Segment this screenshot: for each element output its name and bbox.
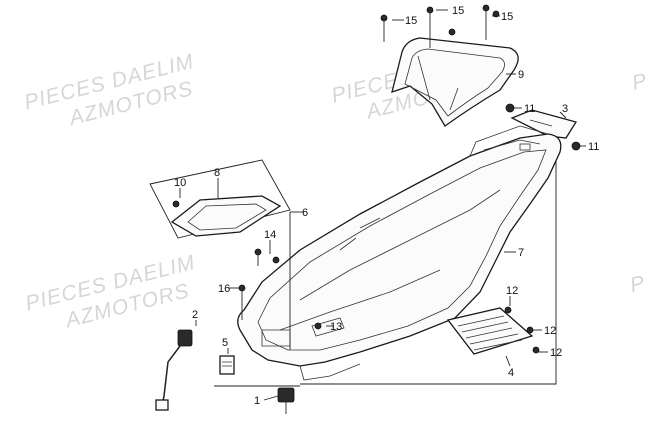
callout-8: 8 bbox=[214, 167, 220, 179]
callout-4: 4 bbox=[508, 367, 514, 379]
callout-16: 16 bbox=[218, 283, 230, 295]
callout-7: 7 bbox=[518, 247, 524, 259]
watermark-group: PIECES DAELIM AZMOTORS bbox=[22, 50, 196, 130]
callout-3: 3 bbox=[562, 103, 568, 115]
part-floor-panel bbox=[446, 307, 534, 355]
watermark-edge-bottom: P bbox=[628, 271, 648, 297]
leader-lines bbox=[179, 9, 586, 401]
callout-10: 10 bbox=[174, 177, 186, 189]
callout-5: 5 bbox=[222, 337, 228, 349]
callout-11a: 11 bbox=[524, 103, 535, 115]
part-luggage-box bbox=[237, 125, 562, 381]
callout-13: 13 bbox=[330, 321, 342, 333]
callout-12b: 12 bbox=[544, 325, 556, 337]
part-label-plate bbox=[219, 355, 235, 375]
callout-9: 9 bbox=[518, 69, 524, 81]
bolts-group bbox=[238, 4, 581, 354]
part-cable bbox=[155, 329, 193, 411]
callout-15a: 15 bbox=[405, 15, 417, 27]
callout-2: 2 bbox=[192, 309, 198, 321]
callout-12a: 12 bbox=[506, 285, 518, 297]
callout-11b: 11 bbox=[588, 141, 599, 153]
part-small-lid bbox=[510, 109, 578, 139]
callout-6: 6 bbox=[302, 207, 308, 219]
watermark-edge-top: P bbox=[630, 69, 650, 95]
callout-1: 1 bbox=[254, 395, 260, 407]
callout-12c: 12 bbox=[550, 347, 562, 359]
part-latch bbox=[277, 387, 295, 414]
part-grab-handle bbox=[391, 37, 519, 127]
callout-15c: 15 bbox=[501, 11, 513, 23]
callout-15b: 15 bbox=[452, 5, 464, 17]
callout-14: 14 bbox=[264, 229, 276, 241]
part-8-inset-frame bbox=[149, 159, 291, 239]
